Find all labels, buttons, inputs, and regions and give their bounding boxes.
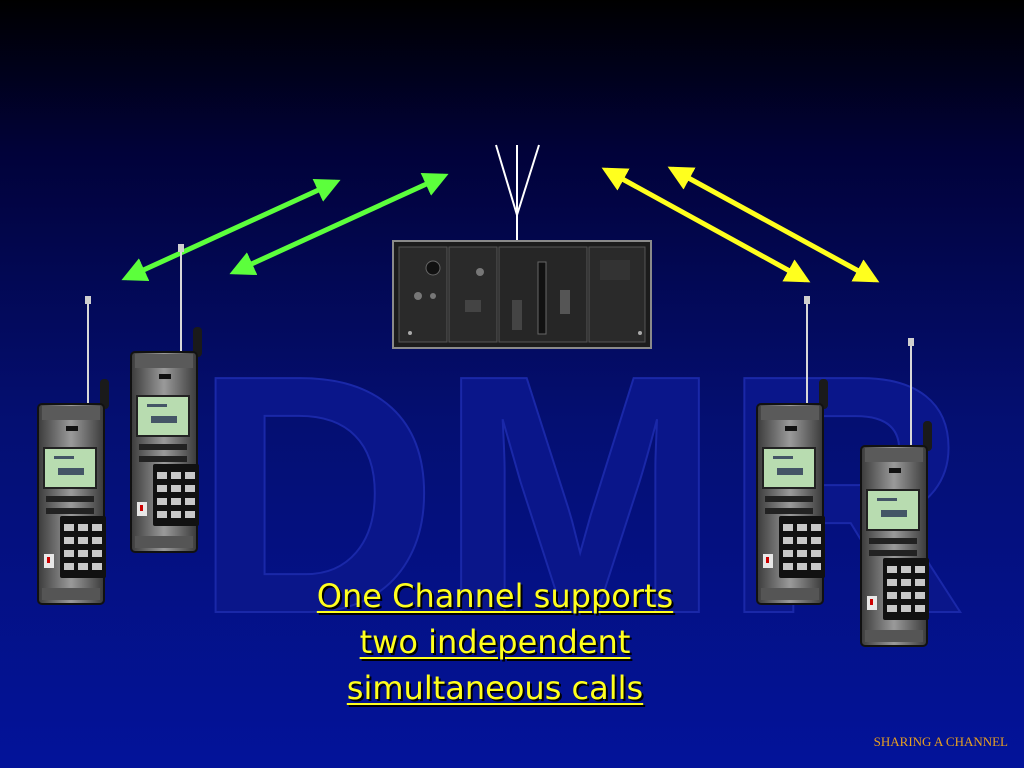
- repeater-unit: [392, 240, 652, 349]
- call-1-arrow-lower: [229, 172, 449, 276]
- call-2-arrow-upper: [667, 166, 880, 283]
- antenna-icon: [495, 144, 540, 242]
- handheld-radio-icon: [130, 243, 203, 553]
- caption-line-1: One Channel supports: [316, 577, 674, 615]
- caption-line-3: simultaneous calls: [346, 669, 644, 707]
- handheld-radio-icon: [37, 295, 110, 605]
- caption-line-2: two independent: [359, 623, 631, 661]
- footer-label: SHARING A CHANNEL: [873, 734, 1008, 749]
- caption: One Channel supports two independent sim…: [250, 573, 740, 711]
- watermark-text: DMR: [193, 305, 967, 685]
- call-1-arrow-upper: [121, 178, 341, 282]
